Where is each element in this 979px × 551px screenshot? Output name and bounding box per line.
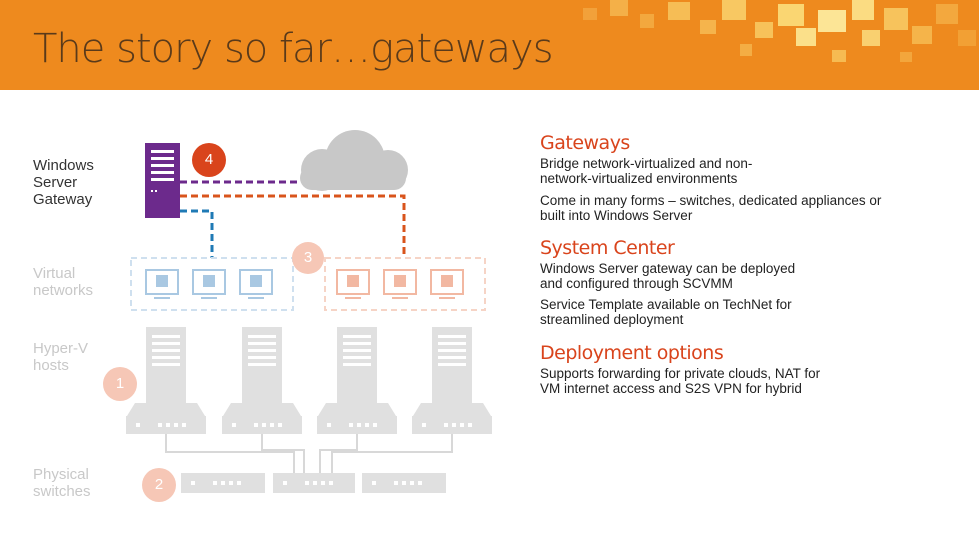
decor-tile — [722, 0, 746, 20]
heading-deployment-options: Deployment options — [540, 342, 724, 364]
step-badge-4: 4 — [192, 143, 226, 177]
gateway-to-orange-network-line — [180, 194, 406, 258]
decor-tile — [832, 50, 846, 62]
vm-monitor-icon — [145, 269, 273, 299]
heading-system-center: System Center — [540, 237, 675, 259]
decor-tile — [740, 44, 752, 56]
system-center-point-2: Service Template available on TechNet fo… — [540, 297, 792, 327]
decor-tile — [852, 0, 874, 20]
decor-tile — [900, 52, 912, 62]
switch-port-dots — [191, 481, 422, 485]
decor-tile — [936, 4, 958, 24]
gateways-point-2: Come in many forms – switches, dedicated… — [540, 193, 882, 223]
step-badge-3: 3 — [292, 242, 324, 274]
decor-tile — [755, 22, 773, 38]
cloud-icon — [300, 130, 408, 191]
system-center-point-1: Windows Server gateway can be deployed a… — [540, 261, 796, 291]
decor-tile — [818, 10, 846, 32]
slide-title: The story so far…gateways — [33, 26, 554, 72]
heading-gateways: Gateways — [540, 132, 630, 154]
host-server-slots — [152, 335, 466, 366]
decor-tile — [700, 20, 716, 34]
header-banner: The story so far…gateways — [0, 0, 979, 90]
blue-virtual-network-box — [130, 257, 294, 311]
decor-tile — [640, 14, 654, 28]
gateways-point-1: Bridge network-virtualized and non-netwo… — [540, 156, 753, 186]
decor-tile — [778, 4, 804, 26]
decor-tile — [668, 2, 690, 20]
label-physical-switches: Physical switches — [33, 466, 91, 500]
decor-tile — [912, 26, 932, 44]
host-nic-icon — [126, 403, 492, 434]
decor-tile — [884, 8, 908, 30]
label-virtual-networks: Virtual networks — [33, 265, 94, 299]
nic-port-dots — [136, 423, 472, 427]
host-server-icon — [146, 327, 472, 403]
label-windows-server-gateway: Windows Server Gateway — [33, 157, 94, 208]
deployment-options-point-1: Supports forwarding for private clouds, … — [540, 366, 821, 396]
gateway-server-icon — [145, 143, 180, 218]
decor-tile — [610, 0, 628, 16]
decor-tile — [862, 30, 880, 46]
step-badge-2: 2 — [142, 468, 176, 502]
uplink-lines — [165, 434, 453, 473]
label-hyperv-hosts: Hyper-V hosts — [33, 340, 89, 374]
gateway-to-blue-network-line — [180, 209, 214, 258]
decor-tile — [958, 30, 976, 46]
vm-monitor-icon — [336, 269, 464, 299]
step-badge-1: 1 — [103, 367, 137, 401]
decor-tile — [796, 28, 816, 46]
orange-virtual-network-box — [324, 257, 486, 311]
decor-tile — [583, 8, 597, 20]
